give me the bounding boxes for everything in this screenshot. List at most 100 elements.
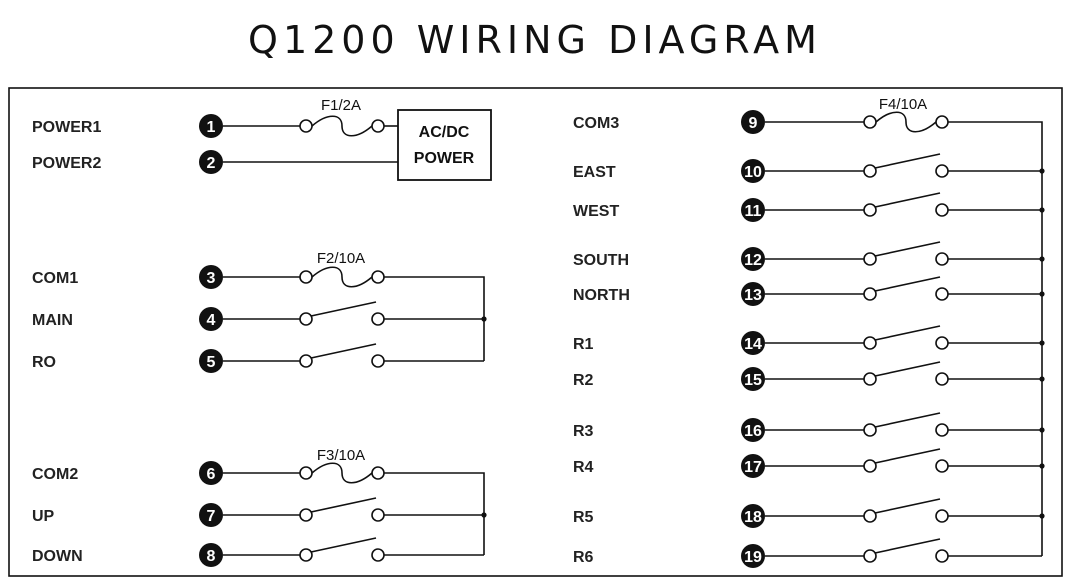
terminal-label-12: SOUTH bbox=[573, 252, 629, 269]
terminal-number-2: 2 bbox=[207, 155, 216, 172]
terminal-badge-12 bbox=[741, 247, 765, 271]
switch-blade bbox=[874, 498, 941, 514]
terminal-label-18: R5 bbox=[573, 509, 594, 526]
fuse-symbol bbox=[311, 462, 373, 484]
terminal-label-6: COM2 bbox=[32, 466, 78, 483]
terminal-contact bbox=[935, 164, 949, 178]
terminal-contact bbox=[863, 459, 877, 473]
terminal-label-4: MAIN bbox=[32, 312, 73, 329]
terminal-badge-17 bbox=[741, 454, 765, 478]
terminal-number-11: 11 bbox=[745, 203, 762, 220]
junction-dot bbox=[1039, 463, 1045, 469]
terminal-badge-16 bbox=[741, 418, 765, 442]
terminal-number-10: 10 bbox=[744, 164, 762, 181]
circuit-lines bbox=[223, 111, 1045, 563]
terminal-contact bbox=[935, 203, 949, 217]
terminal-label-13: NORTH bbox=[573, 287, 630, 304]
terminal-badge-8 bbox=[199, 543, 223, 567]
switch-blade bbox=[310, 301, 377, 317]
wire bbox=[948, 121, 1043, 556]
power-supply-box: AC/DC POWER bbox=[397, 109, 492, 181]
terminal-contact bbox=[371, 119, 385, 133]
switch-blade bbox=[874, 153, 941, 169]
terminal-contact bbox=[299, 466, 313, 480]
terminal-label-14: R1 bbox=[573, 336, 594, 353]
terminal-label-1: POWER1 bbox=[32, 119, 101, 136]
terminal-number-15: 15 bbox=[744, 372, 762, 389]
terminal-number-6: 6 bbox=[207, 466, 216, 483]
terminal-contact bbox=[863, 423, 877, 437]
terminal-number-8: 8 bbox=[207, 548, 216, 565]
junction-dot bbox=[1039, 291, 1045, 297]
junction-dot bbox=[481, 512, 487, 518]
fuse-label-f2: F2/10A bbox=[317, 250, 365, 267]
terminal-number-19: 19 bbox=[744, 549, 762, 566]
terminal-contact bbox=[299, 119, 313, 133]
terminal-badge-6 bbox=[199, 461, 223, 485]
terminal-contact bbox=[863, 252, 877, 266]
wire bbox=[384, 276, 485, 361]
terminal-number-3: 3 bbox=[207, 270, 216, 287]
terminal-label-15: R2 bbox=[573, 372, 594, 389]
terminal-contact bbox=[863, 509, 877, 523]
terminal-contact bbox=[935, 549, 949, 563]
terminal-label-17: R4 bbox=[573, 459, 594, 476]
fuse-label-f1: F1/2A bbox=[321, 97, 361, 114]
terminal-contact bbox=[863, 164, 877, 178]
switch-blade bbox=[874, 361, 941, 377]
terminal-badge-3 bbox=[199, 265, 223, 289]
terminal-contact bbox=[935, 372, 949, 386]
terminal-label-7: UP bbox=[32, 508, 55, 525]
terminal-badge-7 bbox=[199, 503, 223, 527]
junction-dot bbox=[1039, 207, 1045, 213]
terminal-badge-11 bbox=[741, 198, 765, 222]
junction-dot bbox=[1039, 513, 1045, 519]
terminal-contact bbox=[299, 354, 313, 368]
terminal-label-2: POWER2 bbox=[32, 155, 101, 172]
terminal-contact bbox=[299, 508, 313, 522]
junction-dot bbox=[1039, 376, 1045, 382]
fuse-symbol bbox=[311, 115, 373, 137]
terminal-number-14: 14 bbox=[744, 336, 762, 353]
switch-blade bbox=[874, 325, 941, 341]
wire bbox=[384, 472, 485, 555]
terminal-number-9: 9 bbox=[749, 115, 758, 132]
diagram-title: Q1200 WIRING DIAGRAM bbox=[248, 18, 822, 62]
terminal-badge-19 bbox=[741, 544, 765, 568]
switch-blade bbox=[874, 448, 941, 464]
fuse-symbol bbox=[311, 266, 373, 288]
terminal-number-17: 17 bbox=[744, 459, 762, 476]
terminal-contact bbox=[935, 459, 949, 473]
terminal-label-8: DOWN bbox=[32, 548, 83, 565]
terminal-contact bbox=[935, 287, 949, 301]
terminal-contact bbox=[935, 115, 949, 129]
switch-blade bbox=[874, 192, 941, 208]
terminal-badge-15 bbox=[741, 367, 765, 391]
terminal-contact bbox=[371, 508, 385, 522]
terminal-badge-5 bbox=[199, 349, 223, 373]
terminal-contact bbox=[935, 336, 949, 350]
terminal-label-5: RO bbox=[32, 354, 56, 371]
terminal-contact bbox=[863, 203, 877, 217]
diagram-frame bbox=[8, 87, 1063, 577]
terminal-number-13: 13 bbox=[744, 287, 762, 304]
terminal-contact bbox=[371, 548, 385, 562]
terminal-contact bbox=[371, 270, 385, 284]
terminal-contact bbox=[299, 312, 313, 326]
terminal-contact bbox=[299, 548, 313, 562]
terminal-number-18: 18 bbox=[744, 509, 762, 526]
terminal-number-5: 5 bbox=[207, 354, 216, 371]
terminal-badge-18 bbox=[741, 504, 765, 528]
terminal-contact bbox=[371, 312, 385, 326]
terminal-list: 1POWER12POWER23COM14MAIN5RO6COM27UP8DOWN… bbox=[32, 110, 765, 568]
terminal-contact bbox=[863, 115, 877, 129]
terminal-badge-9 bbox=[741, 110, 765, 134]
terminal-number-12: 12 bbox=[744, 252, 762, 269]
fuse-symbol bbox=[875, 111, 937, 133]
power-box-line2: POWER bbox=[414, 150, 475, 167]
terminal-number-4: 4 bbox=[207, 312, 216, 329]
terminal-label-11: WEST bbox=[573, 203, 619, 220]
junction-dot bbox=[1039, 256, 1045, 262]
switch-blade bbox=[874, 538, 941, 554]
terminal-number-7: 7 bbox=[207, 508, 216, 525]
